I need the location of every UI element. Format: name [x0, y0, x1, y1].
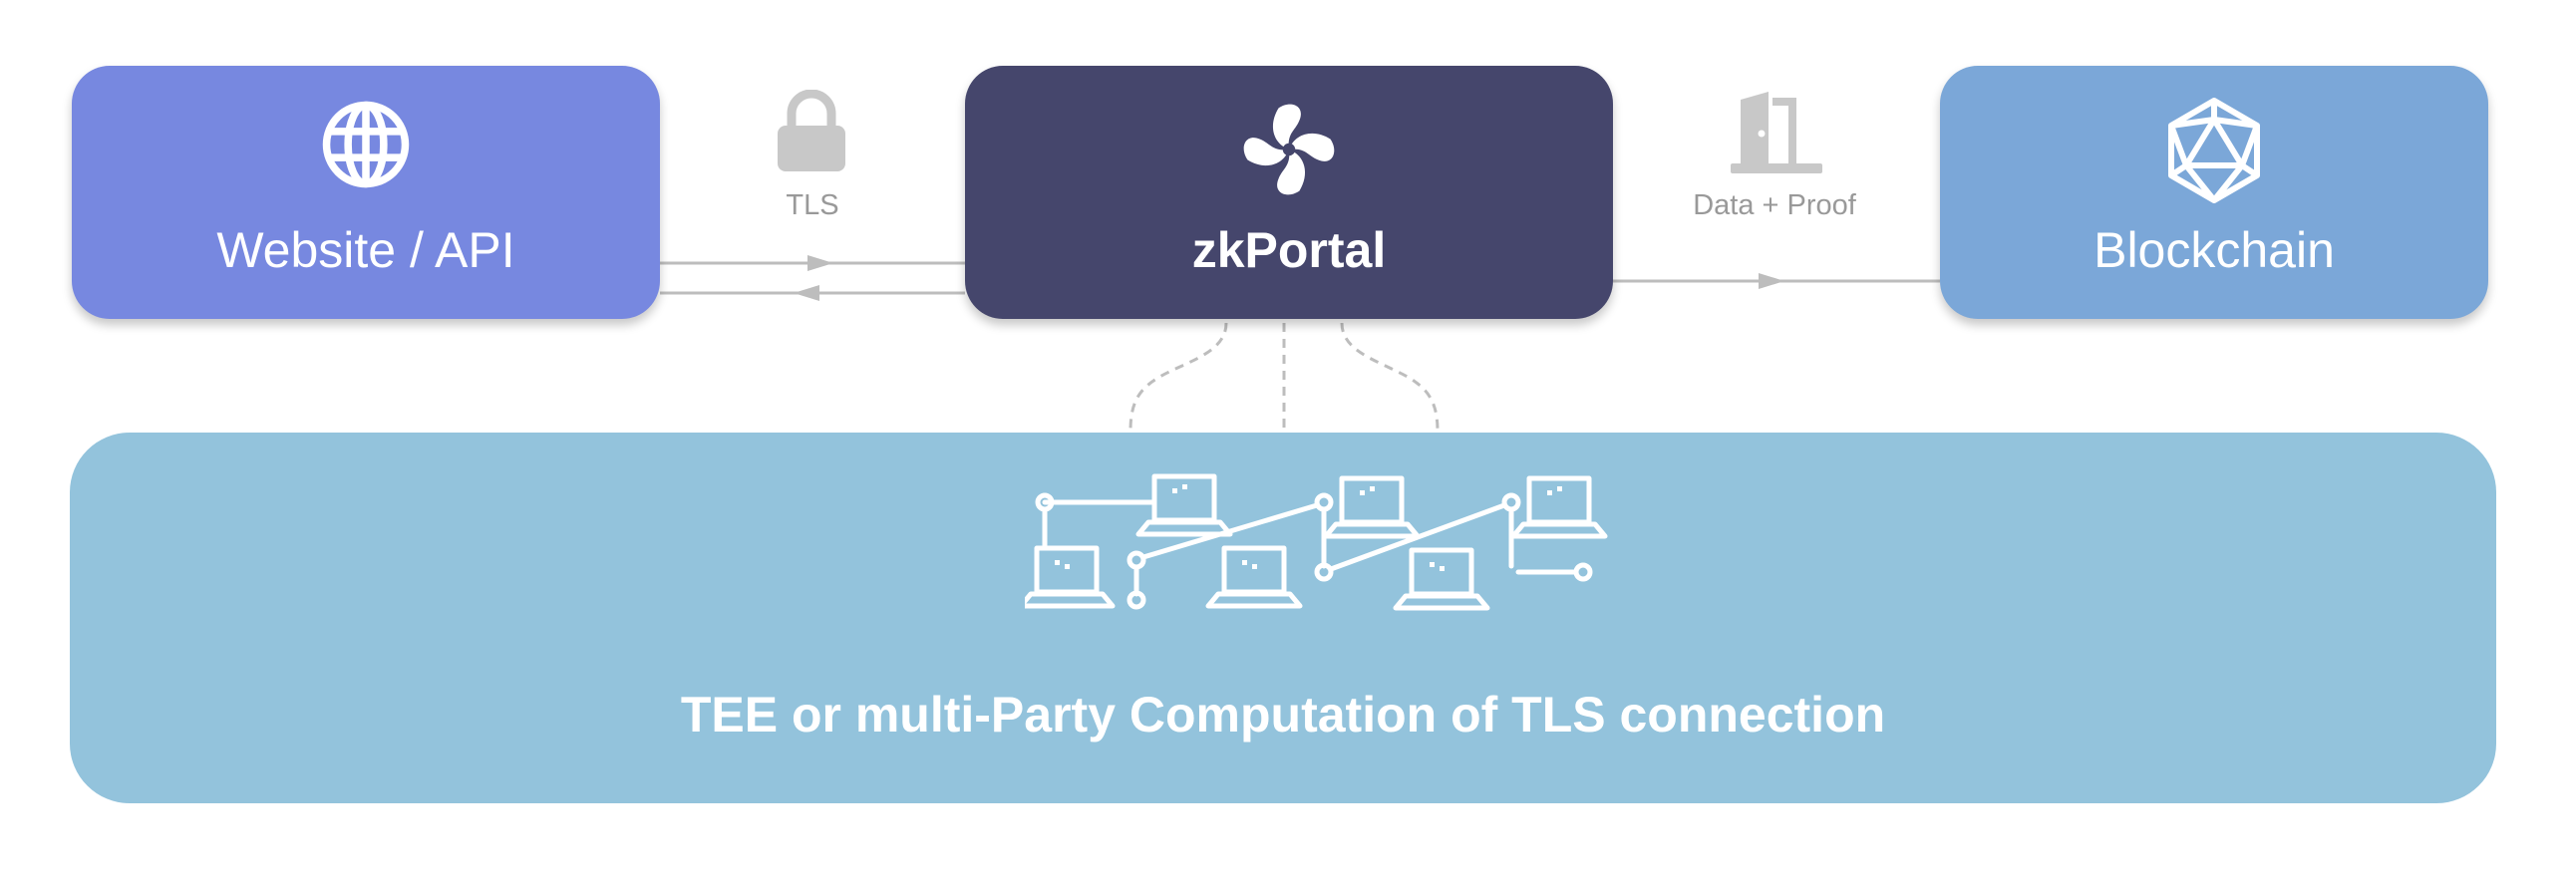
- pinwheel-icon: [1243, 104, 1335, 195]
- tls-label: TLS: [786, 189, 839, 221]
- arrowhead-left-1: [794, 285, 819, 301]
- blockchain-label: Blockchain: [2093, 222, 2335, 278]
- icosahedron-icon: [2168, 98, 2260, 203]
- website-api-node: Website / API: [72, 66, 660, 319]
- website-api-label: Website / API: [216, 222, 515, 278]
- network-icon: [1025, 473, 1608, 611]
- arrowhead-right-2: [1759, 273, 1784, 289]
- dashed-link-right: [1340, 322, 1440, 432]
- zkportal-label: zkPortal: [1191, 222, 1387, 278]
- zkportal-node: zkPortal: [965, 66, 1613, 319]
- arrowhead-right-1: [807, 255, 833, 271]
- door-icon: [1731, 92, 1822, 173]
- lock-icon: [778, 90, 845, 171]
- globe-icon: [322, 101, 410, 188]
- computation-caption: TEE or multi-Party Computation of TLS co…: [680, 687, 1886, 742]
- blockchain-node: Blockchain: [1940, 66, 2488, 319]
- data-proof-label: Data + Proof: [1693, 189, 1856, 221]
- dashed-link-left: [1128, 322, 1228, 432]
- computation-panel: TEE or multi-Party Computation of TLS co…: [70, 433, 2496, 803]
